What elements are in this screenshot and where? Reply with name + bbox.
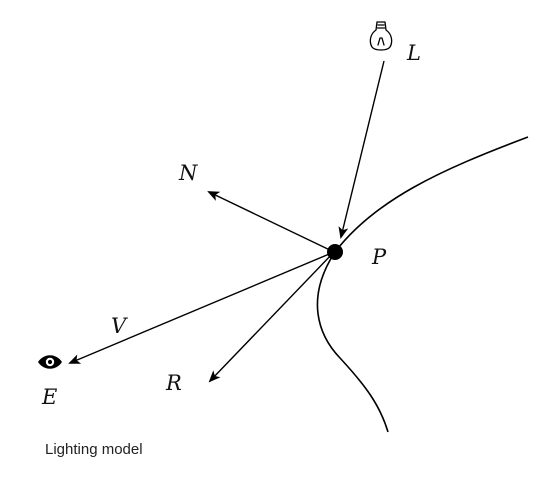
- light-bulb-icon: [369, 21, 393, 51]
- label-e: E: [41, 385, 57, 409]
- label-n: N: [178, 161, 198, 185]
- figure-caption: Lighting model: [45, 441, 143, 458]
- view-vector-arrow: [68, 251, 335, 364]
- light-vector-arrow: [338, 60, 385, 239]
- label-l: L: [406, 41, 421, 65]
- label-p: P: [371, 245, 387, 269]
- label-v: V: [111, 314, 128, 338]
- reflection-vector-arrow: [208, 251, 335, 383]
- normal-vector-arrow: [207, 191, 335, 253]
- surface-point: [327, 244, 343, 260]
- surface-curve: [316, 136, 529, 433]
- eye-icon: [38, 355, 62, 369]
- label-r: R: [165, 371, 182, 395]
